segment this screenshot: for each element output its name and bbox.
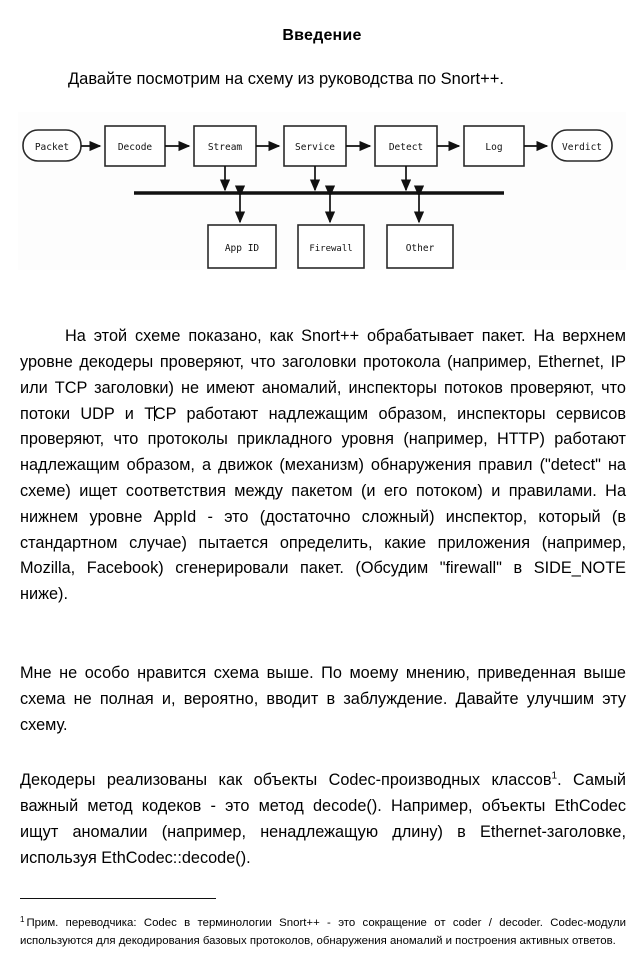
paragraph-overview-part1: На этой схеме показано, как Snort++ обра… bbox=[20, 327, 626, 423]
node-other-label: Other bbox=[406, 243, 435, 254]
paragraph-codecs: Декодеры реализованы как объекты Codec-п… bbox=[20, 768, 626, 871]
node-detect: Detect bbox=[374, 125, 438, 167]
node-packet: Packet bbox=[22, 129, 82, 162]
node-app-id-label: App ID bbox=[225, 243, 260, 254]
footnote-reference-marker[interactable]: 1 bbox=[551, 770, 558, 782]
paragraph-critique: Мне не особо нравится схема выше. По мое… bbox=[20, 664, 626, 734]
paragraph-overview-part2: CP работают надлежащим образом, инспекто… bbox=[20, 404, 626, 604]
node-firewall-label: Firewall bbox=[309, 244, 352, 254]
node-decode: Decode bbox=[104, 125, 166, 167]
footnote-text: Прим. переводчика: Codec в терминологии … bbox=[20, 917, 626, 948]
node-app-id: App ID bbox=[207, 224, 277, 269]
node-log-label: Log bbox=[485, 142, 502, 153]
paragraph-codecs-part1: Декодеры реализованы как объекты Codec-п… bbox=[20, 771, 552, 790]
node-packet-label: Packet bbox=[35, 142, 69, 153]
node-stream-label: Stream bbox=[208, 142, 243, 153]
node-firewall: Firewall bbox=[297, 224, 365, 269]
footnote-marker: 1 bbox=[20, 914, 25, 924]
page-title: Введение bbox=[282, 26, 362, 44]
node-log: Log bbox=[463, 125, 525, 167]
lead-paragraph: Давайте посмотрим на схему из руководств… bbox=[68, 70, 504, 88]
text-cursor bbox=[153, 405, 155, 421]
bus-down-arrows bbox=[219, 166, 412, 192]
footnote-separator bbox=[20, 898, 216, 899]
node-service-label: Service bbox=[295, 142, 335, 153]
node-other: Other bbox=[386, 224, 454, 269]
node-stream: Stream bbox=[193, 125, 257, 167]
paragraph-overview: На этой схеме показано, как Snort++ обра… bbox=[20, 324, 626, 608]
node-detect-label: Detect bbox=[389, 142, 423, 153]
node-decode-label: Decode bbox=[118, 142, 153, 153]
snort-pipeline-figure: Packet Decode Stream Service Detect bbox=[18, 112, 626, 270]
paragraph-codecs-part2: . Самый важный метод кодеков - это метод… bbox=[20, 771, 626, 867]
pipeline-svg: Packet Decode Stream Service Detect bbox=[18, 112, 626, 270]
node-verdict: Verdict bbox=[551, 129, 613, 162]
node-verdict-label: Verdict bbox=[562, 142, 602, 153]
node-service: Service bbox=[283, 125, 347, 167]
bus-bidirectional-arrows bbox=[234, 185, 425, 224]
